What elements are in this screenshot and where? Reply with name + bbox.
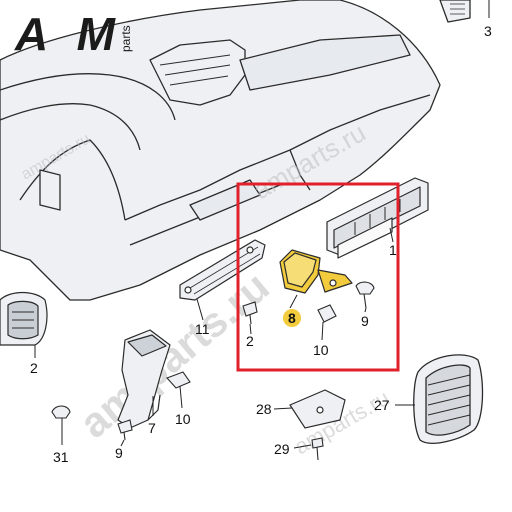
part-11-bracket: [179, 239, 266, 301]
fasteners: [51, 301, 324, 461]
part-28-cover: [289, 389, 346, 429]
label-part-9-bottom: 9: [115, 445, 123, 461]
part-1-trim-panel: [326, 177, 429, 259]
label-part-1: 1: [389, 242, 397, 258]
label-part-2-center: 2: [246, 333, 254, 349]
part-8-highlighted-bracket: [279, 249, 353, 294]
label-part-29: 29: [274, 441, 290, 457]
label-part-8: 8: [288, 310, 296, 326]
clip-10-bottom: [166, 371, 191, 389]
label-part-9-top: 9: [361, 313, 369, 329]
screw-29: [311, 437, 324, 461]
part-7-air-duct: [117, 329, 171, 429]
screw-2-center: [242, 301, 258, 325]
part-8-label-highlight: [283, 309, 301, 327]
callout-labels: 3 1 2 2 11 8 9 10 7 10 9 31 28 27 29: [30, 23, 492, 465]
label-part-27: 27: [374, 397, 390, 413]
clip-31: [51, 405, 71, 419]
label-part-28: 28: [256, 401, 272, 417]
part-2-left-vent: [0, 291, 48, 346]
part-27-grille: [413, 354, 484, 444]
dashboard-assembly: [0, 0, 471, 301]
label-part-31: 31: [53, 449, 69, 465]
highlight-box: [236, 182, 400, 372]
label-part-10-top: 10: [313, 342, 329, 358]
screw-9-bottom: [117, 419, 133, 441]
label-part-7: 7: [148, 420, 156, 436]
label-part-10-bottom: 10: [175, 411, 191, 427]
leader-lines: [34, 0, 490, 449]
fasteners-in-box: [317, 281, 375, 323]
label-part-11: 11: [195, 321, 210, 337]
label-part-2-left: 2: [30, 360, 38, 376]
label-part-3: 3: [484, 23, 492, 39]
logo-sub: parts: [119, 25, 133, 52]
